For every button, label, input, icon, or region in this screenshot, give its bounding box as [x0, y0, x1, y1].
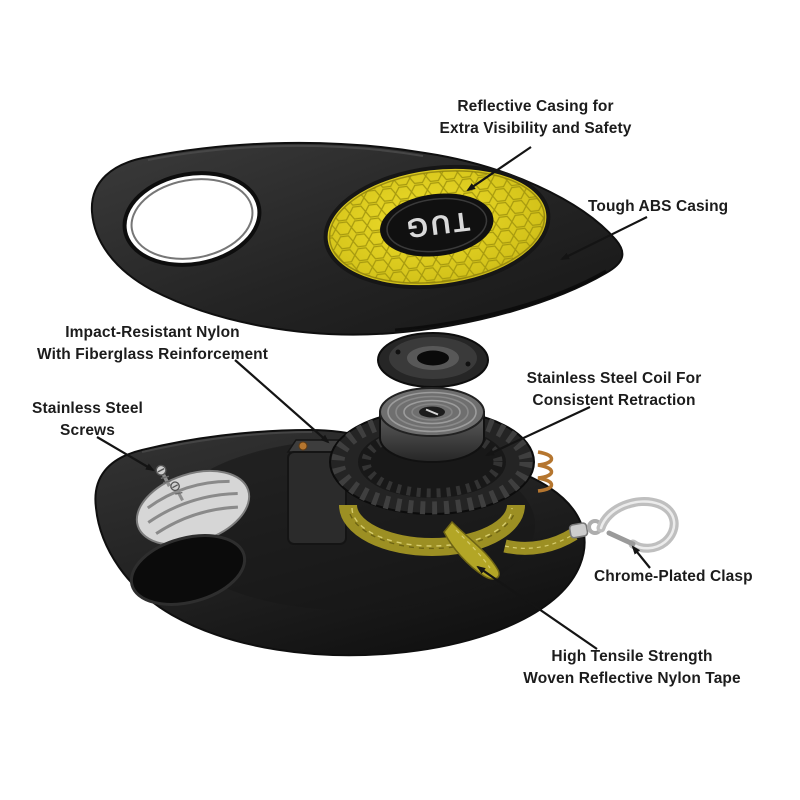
label-impact-nylon: Impact-Resistant Nylon With Fiberglass R…	[37, 324, 268, 363]
leader-tape	[476, 565, 598, 650]
leader-coil	[485, 406, 591, 456]
label-chrome-clasp: Chrome-Plated Clasp	[594, 568, 753, 585]
leader-abs	[560, 216, 648, 260]
coil-spring	[537, 450, 554, 493]
upper-casing: TUG	[90, 141, 624, 336]
reflective-disc: TUG	[323, 164, 551, 290]
label-abs-casing: Tough ABS Casing	[588, 198, 729, 215]
upper-handle-hole	[122, 171, 262, 267]
spool-mechanism	[329, 387, 554, 515]
label-steel-coil: Stainless Steel Coil For Consistent Retr…	[526, 370, 702, 409]
coil-drum	[379, 387, 485, 463]
label-reflective-casing: Reflective Casing for Extra Visibility a…	[439, 98, 632, 137]
stainless-screws	[155, 464, 184, 502]
leader-clasp	[631, 545, 651, 569]
label-steel-screws: Stainless Steel Screws	[32, 400, 143, 439]
bearing-ring	[377, 332, 489, 388]
disc-center	[380, 193, 494, 257]
chrome-clasp	[568, 497, 679, 553]
reflective-tape	[339, 504, 578, 580]
label-nylon-tape: High Tensile Strength Woven Reflective N…	[523, 648, 741, 687]
leader-reflective	[466, 146, 532, 192]
leader-nylon	[234, 359, 330, 444]
lower-handle-hole	[129, 534, 247, 606]
leader-lines	[96, 146, 651, 650]
handle-grip	[135, 470, 251, 546]
leader-screws	[96, 436, 155, 472]
housing-screw	[298, 441, 308, 451]
